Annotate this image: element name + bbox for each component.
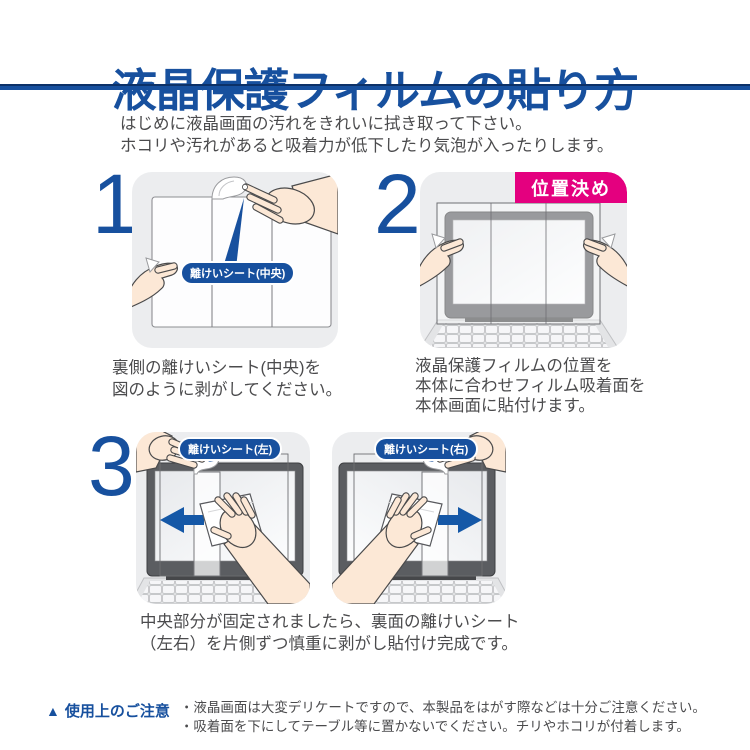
warning-triangle-icon: ▲ bbox=[46, 702, 60, 719]
step-1-caption-line-2: 図のように剥がしてください。 bbox=[112, 381, 343, 399]
step-1-number: 1 bbox=[92, 157, 139, 251]
intro-line-2: ホコリや汚れがあると吸着力が低下したり気泡が入ったりします。 bbox=[120, 136, 614, 155]
intro-line-1: はじめに液晶画面の汚れをきれいに拭き取って下さい。 bbox=[120, 114, 532, 133]
release-sheet-center-callout: 離けいシート(中央) bbox=[180, 261, 296, 285]
step-2-caption-line-3: 本体画面に貼付けます。 bbox=[415, 397, 595, 415]
step-3-number: 3 bbox=[88, 419, 135, 513]
film-graphic bbox=[436, 202, 601, 325]
keyboard-graphic bbox=[430, 323, 608, 347]
holding-hand-graphic bbox=[420, 233, 464, 287]
step-2-caption-line-2: 本体に合わせフィルム吸着面を bbox=[415, 377, 646, 395]
step-3-left-illustration bbox=[136, 432, 310, 604]
step-1-caption-line-1: 裏側の離けいシート(中央)を bbox=[112, 359, 321, 377]
step-3-caption-line-1: 中央部分が固定されましたら、裏面の離けいシート bbox=[140, 613, 520, 631]
peeling-hand-graphic bbox=[242, 173, 338, 235]
step-3-caption-line-2: （左右）を片側ずつ慎重に剥がし貼付け完成です。 bbox=[140, 635, 518, 653]
callout-pointer bbox=[224, 198, 244, 268]
usage-notes-label: ▲ 使用上のご注意 bbox=[46, 698, 170, 721]
step-1-caption: 裏側の離けいシート(中央)を 図のように剥がしてください。 bbox=[112, 357, 342, 401]
usage-notes-label-text: 使用上のご注意 bbox=[64, 703, 170, 720]
holding-hand-graphic bbox=[132, 257, 178, 308]
usage-notes-list: ・液晶画面は大変デリケートですので、本製品をはがす際などは十分ご注意ください。 … bbox=[180, 698, 706, 736]
step-2-number: 2 bbox=[374, 157, 421, 251]
page-title: 液晶保護フィルムの貼り方 bbox=[111, 65, 639, 117]
laptop-graphic bbox=[420, 211, 619, 348]
cloth-hand-graphic bbox=[199, 492, 310, 604]
usage-note-item-1: ・液晶画面は大変デリケートですので、本製品をはがす際などは十分ご注意ください。 bbox=[179, 700, 706, 715]
usage-notes-section: ▲ 使用上のご注意 ・液晶画面は大変デリケートですので、本製品をはがす際などは十… bbox=[46, 698, 706, 736]
title-divider bbox=[0, 84, 750, 90]
release-sheet-left-callout: 離けいシート(左) bbox=[178, 437, 283, 461]
step-3-left-panel: 離けいシート(左) bbox=[136, 432, 310, 604]
step-2-caption: 液晶保護フィルムの位置を 本体に合わせフィルム吸着面を 本体画面に貼付けます。 bbox=[415, 356, 645, 416]
intro-text: はじめに液晶画面の汚れをきれいに拭き取って下さい。 ホコリや汚れがあると吸着力が… bbox=[120, 113, 613, 157]
step-2-illustration bbox=[420, 202, 627, 348]
usage-note-item-2: ・吸着面を下にしてテーブル等に置かないでください。チリやホコリが付着します。 bbox=[179, 719, 690, 734]
step-1-panel: 離けいシート(中央) bbox=[132, 172, 338, 348]
positioning-badge: 位置決め bbox=[515, 172, 627, 203]
step-2-caption-line-1: 液晶保護フィルムの位置を bbox=[415, 357, 613, 375]
step-3-caption: 中央部分が固定されましたら、裏面の離けいシート （左右）を片側ずつ慎重に剥がし貼… bbox=[140, 611, 520, 655]
step-1-illustration bbox=[132, 173, 338, 328]
step-2-panel: 位置決め bbox=[420, 172, 627, 348]
release-sheet-right-callout: 離けいシート(右) bbox=[374, 437, 479, 461]
step-3-right-panel: 離けいシート(右) bbox=[332, 432, 506, 604]
peel-direction-arrow-icon bbox=[160, 507, 204, 533]
